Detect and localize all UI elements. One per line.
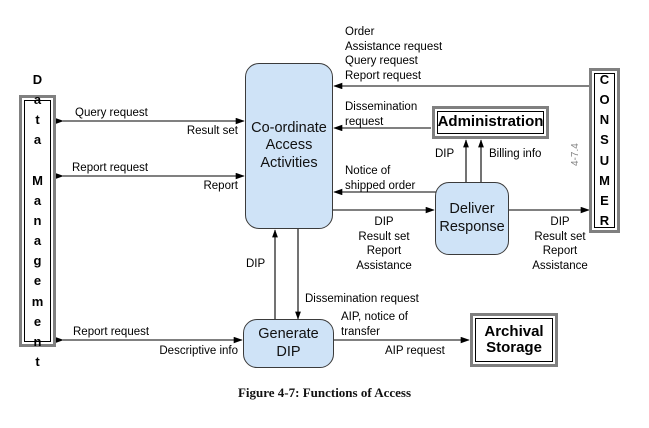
dm-letter: t bbox=[35, 112, 40, 128]
flow-label-consumer-requests: Order Assistance request Query request R… bbox=[345, 26, 443, 82]
figure-caption: Figure 4-7: Functions of Access bbox=[237, 385, 412, 400]
flow-label-deliver-to-consumer: DIP Result set Report Assistance bbox=[532, 216, 588, 272]
entity-consumer-label: C O N S U M E R bbox=[599, 70, 610, 231]
flow-label-aip-notice-of-transfer: AIP, notice of transfer bbox=[341, 311, 408, 338]
flow-label-descriptive-info: Descriptive info bbox=[159, 345, 238, 357]
flow-label-coordinate-to-deliver: DIP Result set Report Assistance bbox=[356, 216, 412, 272]
dm-letter: a bbox=[33, 132, 42, 148]
consumer-letter: C bbox=[599, 71, 610, 87]
figure-reference-number: 4-7.4 bbox=[570, 143, 581, 166]
archival-storage-line2: Storage bbox=[486, 339, 542, 356]
flow-label-dip-to-administration: DIP bbox=[435, 148, 455, 160]
generate-dip-line1: Generate bbox=[258, 326, 319, 343]
flow-label-result-set: Result set bbox=[186, 125, 238, 137]
archival-storage-line1: Archival bbox=[484, 322, 544, 340]
process-deliver-response-label: Deliver Response bbox=[439, 201, 504, 235]
entity-administration-label: Administration bbox=[437, 113, 544, 131]
dm-letter: t bbox=[35, 353, 40, 369]
dm-letter: n bbox=[33, 212, 42, 228]
flow-label-notice-of-shipped-order: Notice of shipped order bbox=[345, 165, 416, 192]
flow-label-billing-info: Billing info bbox=[489, 148, 542, 160]
flow-label-dissemination-request-generate: Dissemination request bbox=[305, 293, 419, 305]
entity-data-management-label: D a t a M a n a g e m e n t bbox=[32, 70, 44, 372]
dm-letter: e bbox=[33, 273, 42, 289]
deliver-line2: Response bbox=[439, 218, 505, 235]
entity-consumer[interactable]: C O N S U M E R bbox=[589, 68, 620, 233]
consumer-letter: S bbox=[600, 132, 609, 148]
entity-archival-storage-inner: Archival Storage bbox=[475, 318, 553, 362]
dm-letter: D bbox=[32, 71, 43, 87]
consumer-letter: N bbox=[599, 112, 610, 128]
entity-archival-storage-label: Archival Storage bbox=[484, 322, 544, 357]
flow-label-query-request: Query request bbox=[75, 107, 148, 119]
dm-letter: M bbox=[32, 172, 43, 188]
process-coordinate-access-label: Co-ordinate Access Activities bbox=[251, 120, 327, 171]
entity-consumer-inner: C O N S U M E R bbox=[594, 70, 615, 231]
flow-label-dissemination-request-admin: Dissemination request bbox=[345, 101, 418, 128]
deliver-line1: Deliver bbox=[449, 201, 495, 218]
entity-data-management[interactable]: D a t a M a n a g e m e n t bbox=[19, 72, 56, 369]
process-generate-dip[interactable]: Generate DIP bbox=[243, 319, 334, 368]
entity-administration[interactable]: Administration bbox=[432, 106, 549, 139]
flow-label-report: Report bbox=[203, 180, 238, 192]
dm-letter: n bbox=[33, 333, 42, 349]
dm-letter: m bbox=[31, 293, 44, 309]
process-generate-dip-label: Generate DIP bbox=[258, 326, 318, 360]
flow-label-report-request-top: Report request bbox=[72, 162, 149, 174]
dm-letter: e bbox=[33, 313, 42, 329]
dm-letter: a bbox=[33, 192, 42, 208]
consumer-letter: R bbox=[599, 212, 610, 228]
consumer-letter: M bbox=[599, 172, 610, 188]
coordinate-line2: Access bbox=[265, 137, 313, 154]
coordinate-line3: Activities bbox=[260, 154, 318, 171]
entity-administration-inner: Administration bbox=[437, 111, 544, 134]
coordinate-line1: Co-ordinate bbox=[251, 120, 327, 137]
dm-letter-gap bbox=[32, 151, 44, 171]
flow-label-aip-request: AIP request bbox=[385, 345, 445, 357]
dm-letter: a bbox=[33, 92, 42, 108]
dm-letter: g bbox=[33, 253, 42, 269]
entity-archival-storage[interactable]: Archival Storage bbox=[470, 313, 558, 367]
flow-label-dip-up: DIP bbox=[246, 258, 266, 270]
process-coordinate-access-activities[interactable]: Co-ordinate Access Activities bbox=[245, 63, 333, 229]
consumer-letter: E bbox=[600, 192, 609, 208]
entity-data-management-inner: D a t a M a n a g e m e n t bbox=[24, 72, 51, 369]
flow-label-report-request-bottom: Report request bbox=[73, 326, 150, 338]
generate-dip-line2: DIP bbox=[276, 343, 301, 360]
consumer-letter: U bbox=[599, 152, 610, 168]
dm-letter: a bbox=[33, 233, 42, 249]
process-deliver-response[interactable]: Deliver Response bbox=[435, 182, 509, 255]
consumer-letter: O bbox=[599, 92, 610, 108]
